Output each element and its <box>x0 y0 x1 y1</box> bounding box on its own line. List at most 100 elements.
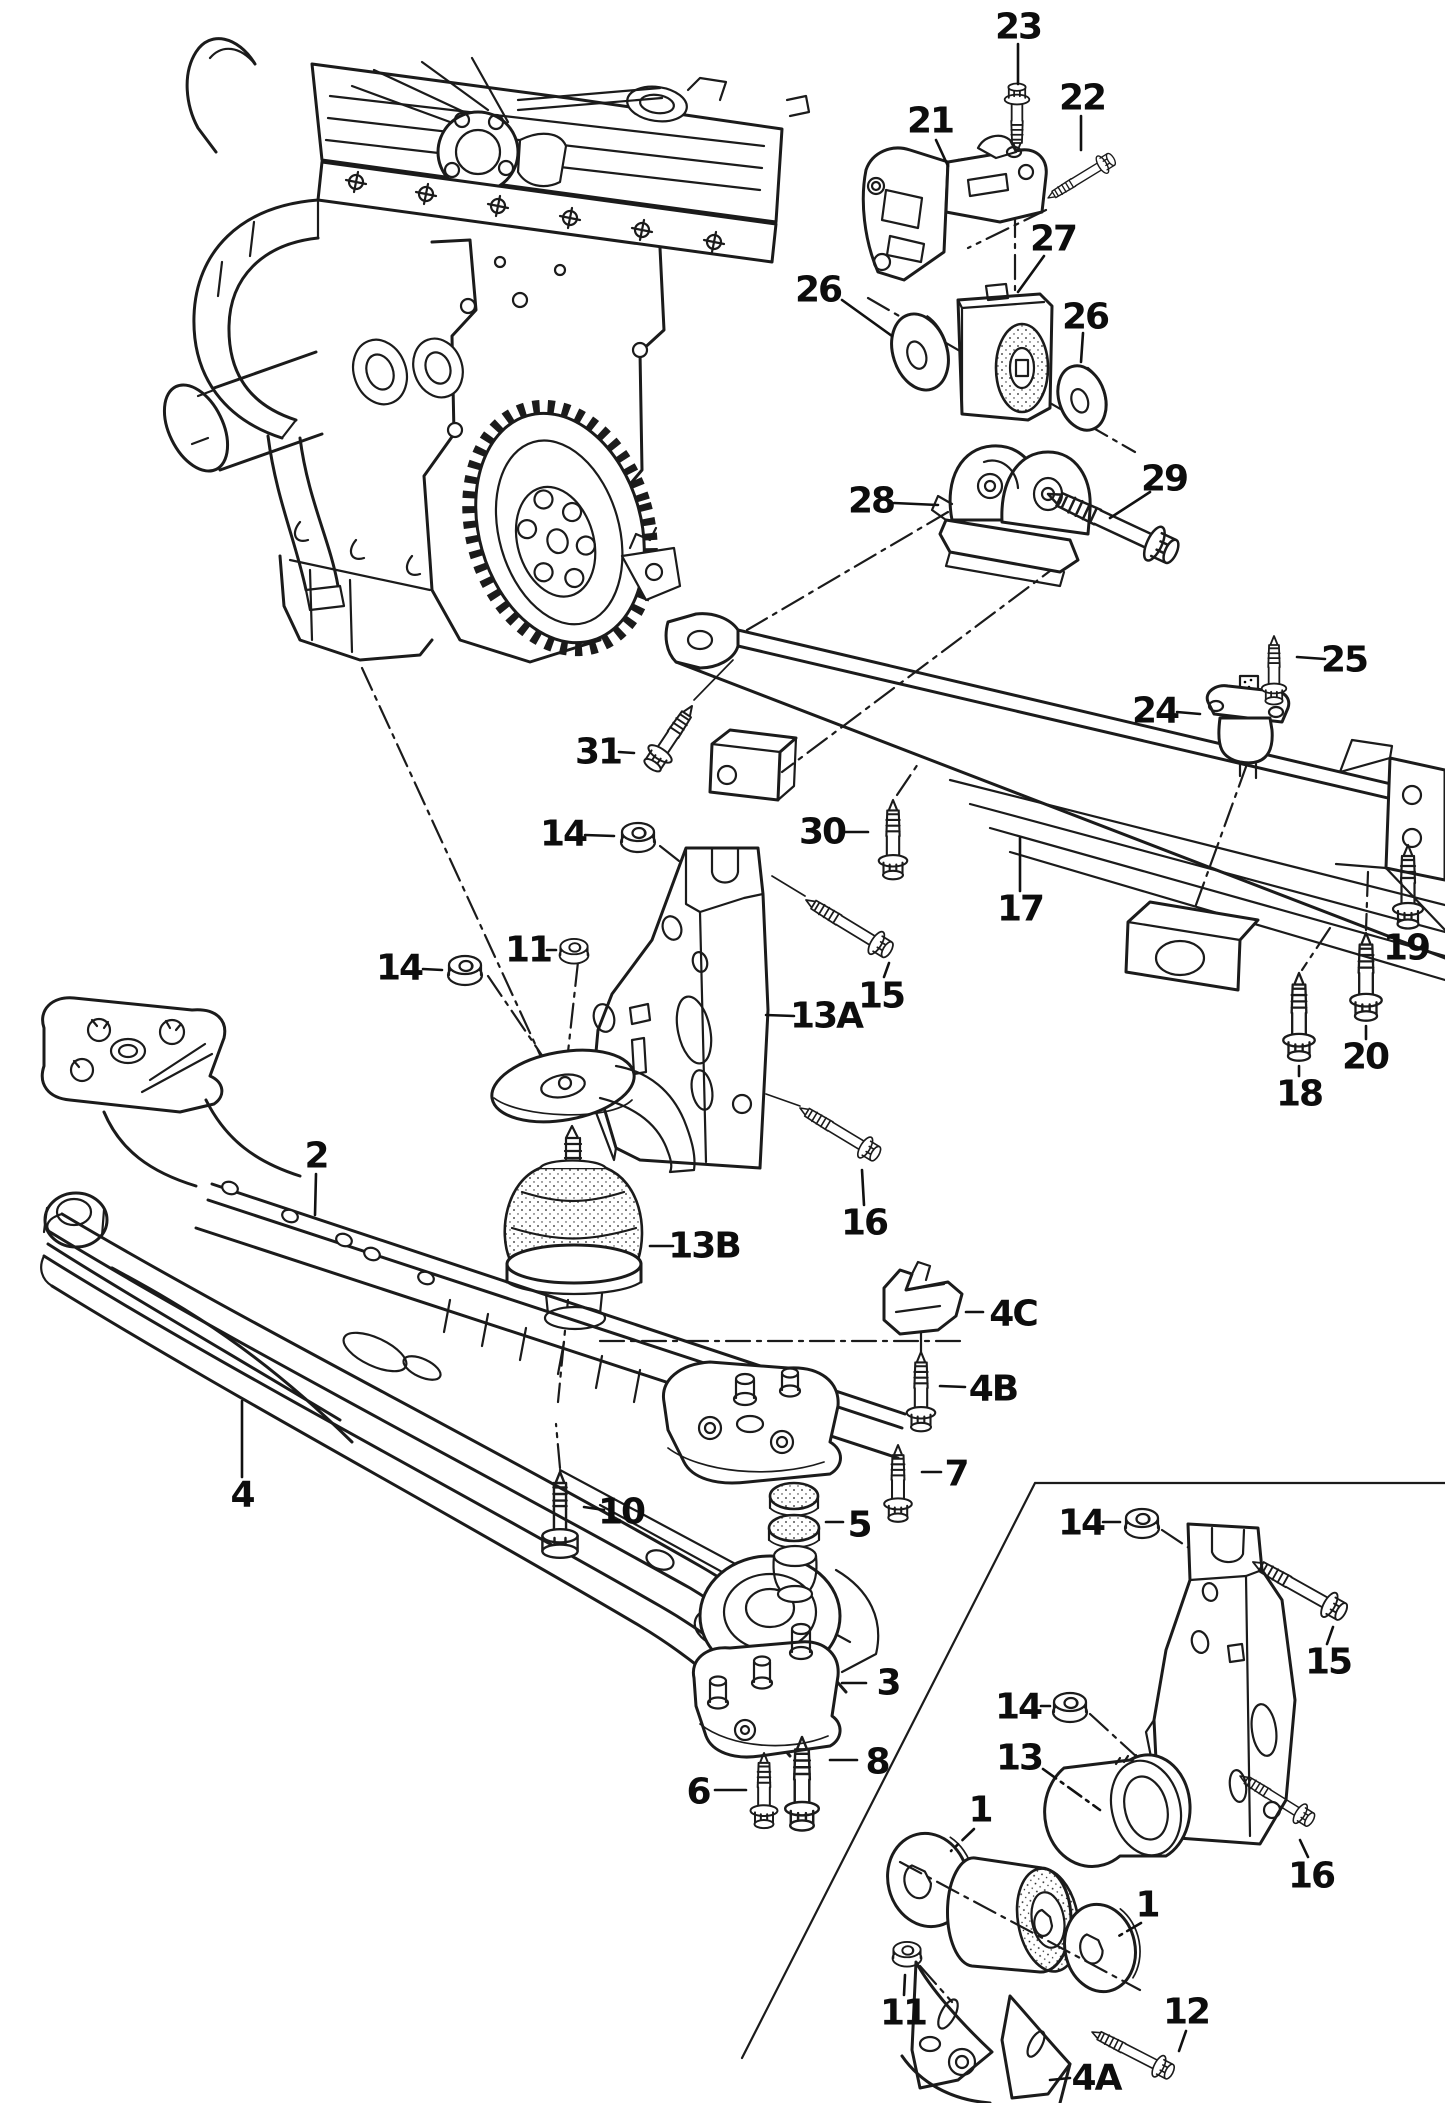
bolt-30 <box>877 798 909 881</box>
callout-label-11: 11 <box>505 930 551 971</box>
callout-leader-4B <box>938 1384 967 1389</box>
bonded-mount-27 <box>956 282 1054 422</box>
callout-leader-10 <box>582 1505 606 1512</box>
callout-leader-4A <box>1048 2076 1072 2082</box>
callout-label-5: 5 <box>847 1505 870 1546</box>
inset-border <box>740 1481 1445 2060</box>
callout-leader-11 <box>902 1973 907 1997</box>
bracket-4A <box>900 1960 1072 2103</box>
callout-leader-16 <box>860 1168 866 1207</box>
callout-label-15: 15 <box>1305 1642 1351 1683</box>
bolt-22 <box>1042 148 1120 208</box>
washer-26-right <box>1056 364 1108 432</box>
callout-label-16: 16 <box>1288 1856 1335 1897</box>
engine-assembly <box>162 37 811 664</box>
callout-label-14: 14 <box>995 1687 1042 1728</box>
callout-label-15: 15 <box>858 976 904 1017</box>
subframe-17 <box>638 612 1445 1062</box>
inset-rear-mount <box>740 1481 1445 2103</box>
callout-label-11: 11 <box>880 1993 926 2034</box>
callout-leader-1 <box>1115 1921 1143 1939</box>
callout-label-16: 16 <box>841 1203 888 1244</box>
bolt-18 <box>1282 971 1316 1062</box>
callout-leader-2 <box>313 1172 318 1217</box>
callout-leader-13A <box>764 1013 796 1018</box>
callout-leader-26 <box>840 298 894 338</box>
bolt-20 <box>1349 931 1383 1022</box>
engine-mount-cluster <box>861 82 1186 588</box>
bolt-25 <box>1260 635 1288 706</box>
mount-support-plate <box>490 1048 696 1174</box>
bush-core <box>945 1856 1081 1974</box>
callout-leader-15 <box>882 961 891 979</box>
callout-label-14: 14 <box>1058 1503 1105 1544</box>
callout-label-25: 25 <box>1321 640 1367 681</box>
callout-label-8: 8 <box>865 1742 888 1783</box>
nut-11 <box>558 938 590 965</box>
callout-leader-27 <box>1016 254 1046 294</box>
callout-label-23: 23 <box>995 7 1041 48</box>
callout-label-13: 13 <box>996 1738 1042 1779</box>
mount-plate-3 <box>691 1622 842 1759</box>
callout-leader-25 <box>1295 655 1327 661</box>
callout-label-31: 31 <box>575 732 621 773</box>
support-bracket-28 <box>930 444 1092 588</box>
callout-leader-16 <box>1298 1838 1310 1859</box>
nut-14-inset-mid <box>1051 1691 1089 1724</box>
callout-label-4A: 4A <box>1072 2058 1123 2099</box>
callout-label-12: 12 <box>1163 1992 1209 2033</box>
mount-24 <box>1205 674 1291 780</box>
nut-14-left <box>446 954 484 987</box>
callout-leader-14 <box>421 967 444 972</box>
callout-label-26: 26 <box>1062 297 1109 338</box>
bolt-16 <box>793 1097 886 1167</box>
callout-label-4: 4 <box>230 1475 254 1516</box>
bolt-31 <box>638 697 705 778</box>
callout-leader-28 <box>892 501 940 507</box>
callout-label-13A: 13A <box>790 996 864 1037</box>
callout-label-10: 10 <box>598 1492 645 1533</box>
callout-leader-15 <box>1325 1625 1335 1646</box>
callout-label-2: 2 <box>304 1136 327 1177</box>
callout-label-28: 28 <box>848 481 894 522</box>
callout-label-19: 19 <box>1383 928 1429 969</box>
callout-label-30: 30 <box>799 812 846 853</box>
callout-leader-21 <box>934 138 950 168</box>
bolt-15 <box>798 888 899 964</box>
callout-leader-31 <box>617 750 636 755</box>
mount-plate <box>662 1360 842 1485</box>
callout-label-26: 26 <box>795 270 842 311</box>
bolt-4B <box>905 1350 937 1433</box>
callout-leader-13 <box>1041 1767 1102 1812</box>
callout-label-3: 3 <box>876 1663 899 1704</box>
callout-leader-12 <box>1177 2029 1188 2053</box>
callout-label-7: 7 <box>944 1454 967 1495</box>
clamp-4C <box>882 1260 964 1336</box>
mount-bracket-21 <box>861 134 1048 282</box>
callout-label-4C: 4C <box>989 1294 1037 1335</box>
bolt-6 <box>749 1752 779 1830</box>
callout-label-21: 21 <box>907 101 953 142</box>
damper-pads-5 <box>767 1481 821 1549</box>
callout-leader-29 <box>1108 490 1152 520</box>
callout-label-14: 14 <box>540 814 587 855</box>
bush-washer-right <box>1063 1902 1141 1994</box>
callout-leader-14 <box>583 833 616 838</box>
callout-leader-24 <box>1175 710 1202 716</box>
front-crossmember-group <box>40 996 964 1832</box>
callout-leader-1 <box>949 1827 976 1853</box>
callout-label-24: 24 <box>1132 691 1179 732</box>
callout-leader-26 <box>1079 331 1085 364</box>
callout-label-1: 1 <box>968 1790 991 1831</box>
washer-26-left <box>890 312 950 392</box>
callout-label-17: 17 <box>997 889 1043 930</box>
callout-label-6: 6 <box>686 1772 710 1813</box>
callout-label-14: 14 <box>376 948 423 989</box>
nut-14-inset-top <box>1123 1507 1161 1540</box>
engine-bracket-13A <box>584 846 770 1170</box>
nut-14-upper <box>619 821 657 854</box>
callout-label-1: 1 <box>1135 1885 1158 1926</box>
